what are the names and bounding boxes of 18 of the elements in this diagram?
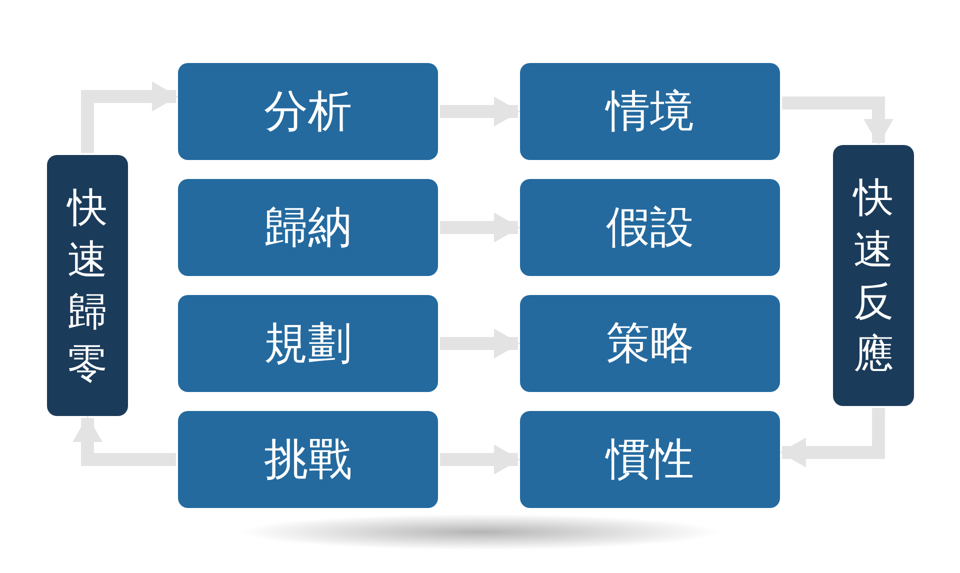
- arrow: [81, 82, 178, 153]
- arrow: [72, 416, 176, 466]
- process-box: 慣性: [520, 411, 780, 508]
- vertical-label-box: 快速反應: [833, 145, 914, 406]
- arrow: [440, 96, 520, 126]
- arrow: [440, 444, 520, 474]
- arrow: [440, 328, 520, 358]
- process-box: 情境: [520, 63, 780, 160]
- vertical-label-box: 快速歸零: [47, 155, 128, 416]
- process-box: 歸納: [178, 179, 438, 276]
- process-box: 假設: [520, 179, 780, 276]
- process-box: 策略: [520, 295, 780, 392]
- arrow: [782, 96, 894, 145]
- arrow: [780, 408, 885, 468]
- process-box: 挑戰: [178, 411, 438, 508]
- process-box: 規劃: [178, 295, 438, 392]
- process-box: 分析: [178, 63, 438, 160]
- arrow: [440, 212, 520, 242]
